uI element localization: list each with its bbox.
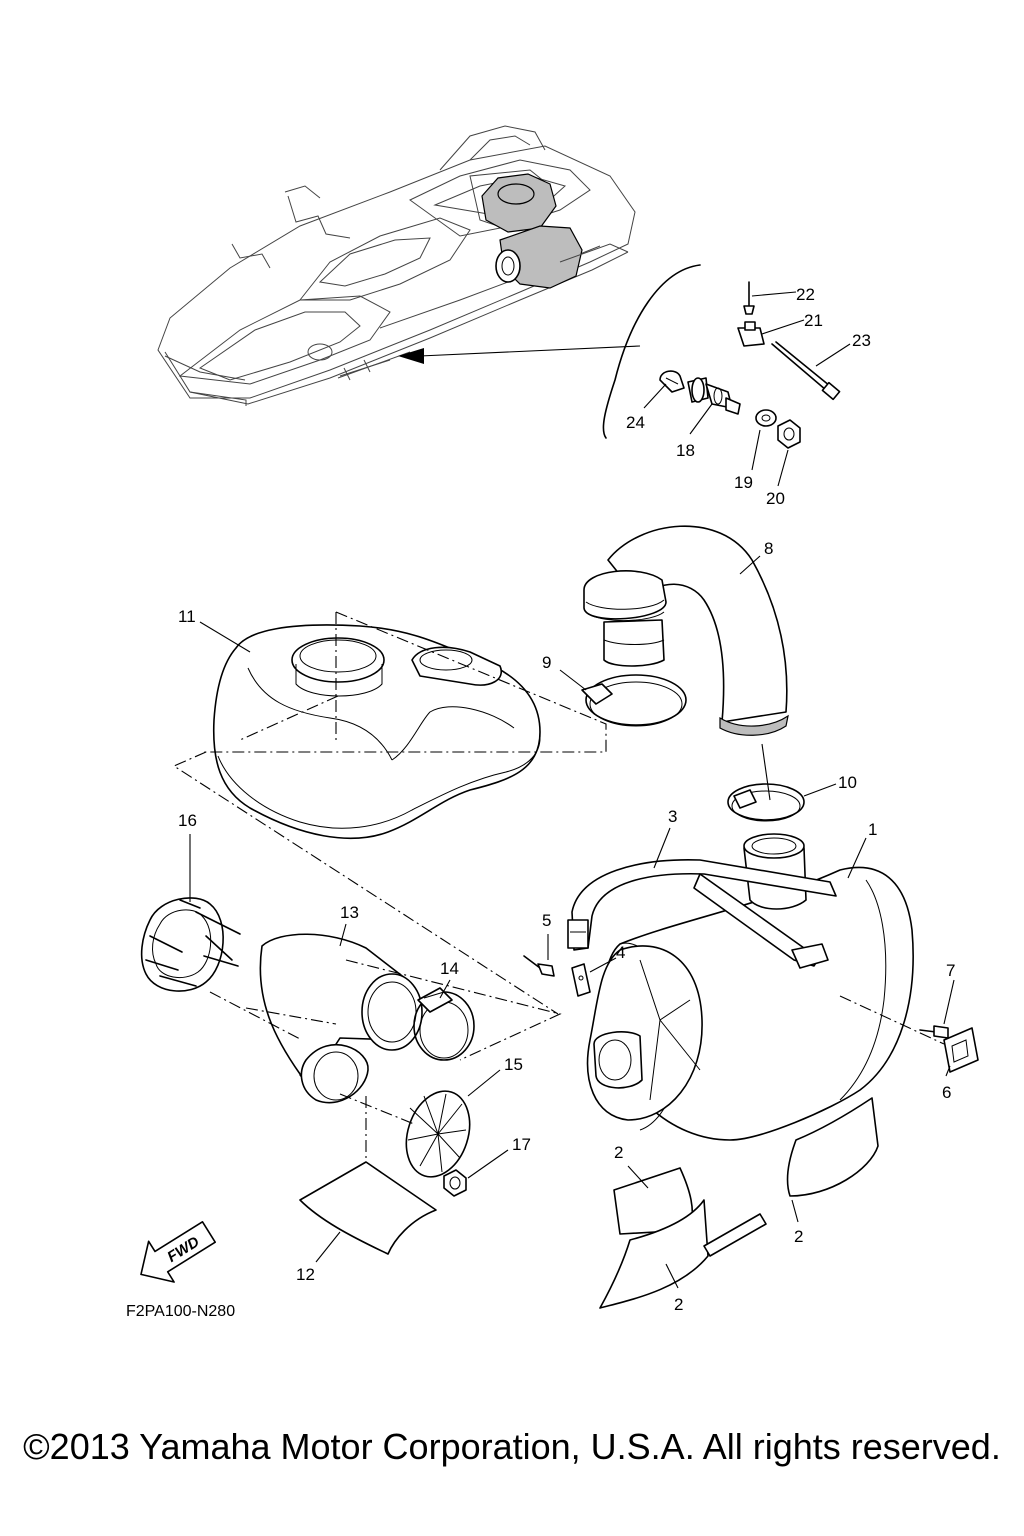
callout-23: 23 (852, 331, 871, 350)
clamp-9 (581, 674, 687, 727)
callout-numbers: 1 2 2 2 3 4 5 6 7 8 9 10 11 12 13 14 15 … (178, 285, 955, 1314)
washer-19 (755, 409, 777, 427)
bracket-4 (571, 963, 591, 997)
callout-11: 11 (178, 607, 196, 626)
watercraft-overview (157, 125, 636, 406)
duct-13 (259, 933, 423, 1104)
diagram-code: F2PA100-N280 (126, 1303, 235, 1320)
location-arrow (398, 264, 701, 439)
axis-line (239, 695, 339, 741)
flange-16 (140, 897, 241, 992)
fwd-arrow: FWD (140, 1221, 216, 1283)
callout-7: 7 (946, 961, 955, 980)
fitting-group (659, 281, 841, 449)
disc-15 (405, 1090, 471, 1178)
clamp-14 (413, 987, 475, 1061)
axis-line (339, 1093, 415, 1125)
protector-2 (599, 1097, 879, 1309)
nut-20 (777, 419, 801, 449)
exhaust-pipe-8 (583, 525, 789, 736)
callout-13: 13 (340, 903, 359, 922)
leader-lines (189, 291, 955, 1289)
callout-15: 15 (504, 1055, 523, 1074)
callout-22: 22 (796, 285, 815, 304)
callout-17: 17 (512, 1135, 531, 1154)
callout-16: 16 (178, 811, 197, 830)
axis-line (839, 995, 945, 1045)
callout-12: 12 (296, 1265, 315, 1284)
rivet-22 (743, 281, 755, 315)
axis-line (345, 959, 562, 1061)
axis-line (172, 751, 559, 1015)
callout-24: 24 (626, 413, 645, 432)
water-lock-11 (212, 624, 541, 840)
callout-2: 2 (794, 1227, 803, 1246)
callout-18: 18 (676, 441, 695, 460)
callout-21: 21 (804, 311, 823, 330)
callout-19: 19 (734, 473, 753, 492)
callout-1: 1 (868, 820, 877, 839)
strap-3 (567, 859, 837, 969)
callout-20: 20 (766, 489, 785, 508)
fitting-18 (687, 377, 741, 415)
callout-10: 10 (838, 773, 857, 792)
clip-21 (737, 321, 765, 347)
protector-12 (299, 1161, 437, 1255)
callout-6: 6 (942, 1083, 951, 1102)
axis-line (245, 1007, 337, 1025)
cable-tie-23 (771, 341, 841, 401)
copyright-notice: ©2013 Yamaha Motor Corporation, U.S.A. A… (23, 1426, 1001, 1467)
muffler-1 (586, 833, 914, 1141)
axis-line (209, 991, 303, 1041)
callout-3: 3 (668, 807, 677, 826)
nut-17 (443, 1169, 467, 1197)
callout-8: 8 (764, 539, 773, 558)
callout-2: 2 (614, 1143, 623, 1162)
callout-5: 5 (542, 911, 551, 930)
bracket-6 (943, 1027, 979, 1073)
callout-14: 14 (440, 959, 459, 978)
rivet-7 (919, 1025, 949, 1039)
rivet-5 (523, 955, 555, 977)
callout-2: 2 (674, 1295, 683, 1314)
callout-9: 9 (542, 653, 551, 672)
clamp-24 (659, 370, 685, 393)
callout-4: 4 (616, 943, 625, 962)
clamp-10 (727, 743, 805, 822)
